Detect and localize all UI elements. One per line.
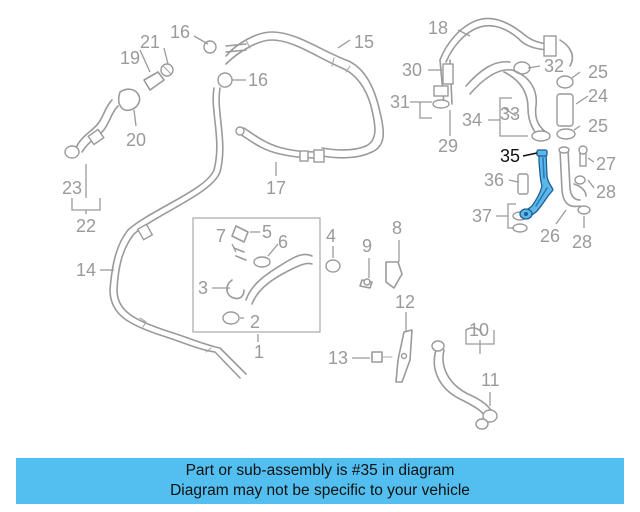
leader-lines [71,29,595,406]
caption-line-1: Part or sub-assembly is #35 in diagram [185,462,455,479]
pipe-26 [558,145,591,215]
callout-2: 2 [250,312,260,332]
callout-19: 19 [120,48,140,68]
callout-34: 34 [462,110,482,130]
callout-25-bottom: 25 [588,116,608,136]
callout-25-top: 25 [588,62,608,82]
callout-12: 12 [395,292,415,312]
parts-4-8-9 [325,259,403,289]
callout-30: 30 [402,60,422,80]
caption-banner: Part or sub-assembly is #35 in diagram D… [16,458,624,504]
hose-10 [431,327,498,430]
sub-assembly-box-1 [192,217,321,333]
highlighted-pipe-35[interactable] [519,149,554,220]
bracket-12 [371,329,413,383]
callout-29: 29 [438,136,458,156]
hose-15 [225,31,385,159]
callout-11: 11 [481,370,500,390]
parts-diagram: 1 2 3 4 5 6 7 8 9 10 11 12 13 14 15 16 1… [62,17,616,430]
callout-17: 17 [266,178,286,198]
callout-36: 36 [484,170,504,190]
callout-10: 10 [469,320,489,340]
callout-20: 20 [126,130,146,150]
callout-4: 4 [326,226,336,246]
callout-18: 18 [428,18,448,38]
callout-14: 14 [76,260,96,280]
callout-28-top: 28 [596,182,616,202]
callout-8: 8 [392,218,402,238]
callout-16-top: 16 [170,22,190,42]
callout-31: 31 [390,92,410,112]
callout-13: 13 [328,348,348,368]
callout-1: 1 [254,342,264,362]
callout-33: 33 [500,104,520,124]
caption-line-2: Diagram may not be specific to your vehi… [170,482,470,499]
callout-37: 37 [472,206,492,226]
callout-28-bottom: 28 [572,232,592,252]
callout-24: 24 [588,86,608,106]
hose-33 [503,69,576,142]
callout-23: 23 [62,178,82,198]
callout-26: 26 [540,226,560,246]
callout-9: 9 [362,236,372,256]
callout-32: 32 [544,56,564,76]
callout-22: 22 [76,216,96,236]
callout-3: 3 [198,278,208,298]
fitting-cluster-left [64,40,247,159]
hose-17 [235,126,325,163]
hose-18 [432,17,574,109]
callout-6: 6 [278,232,288,252]
callout-21: 21 [140,32,160,52]
callout-16-mid: 16 [248,70,268,90]
callout-5: 5 [262,222,272,242]
callout-numbers: 1 2 3 4 5 6 7 8 9 10 11 12 13 14 15 16 1… [62,18,616,390]
callout-7: 7 [216,226,226,246]
callout-15: 15 [354,32,374,52]
callout-35[interactable]: 35 [500,146,520,166]
callout-27: 27 [596,154,616,174]
parts-36-37 [512,173,529,233]
coolant-pipe-14 [109,87,247,379]
